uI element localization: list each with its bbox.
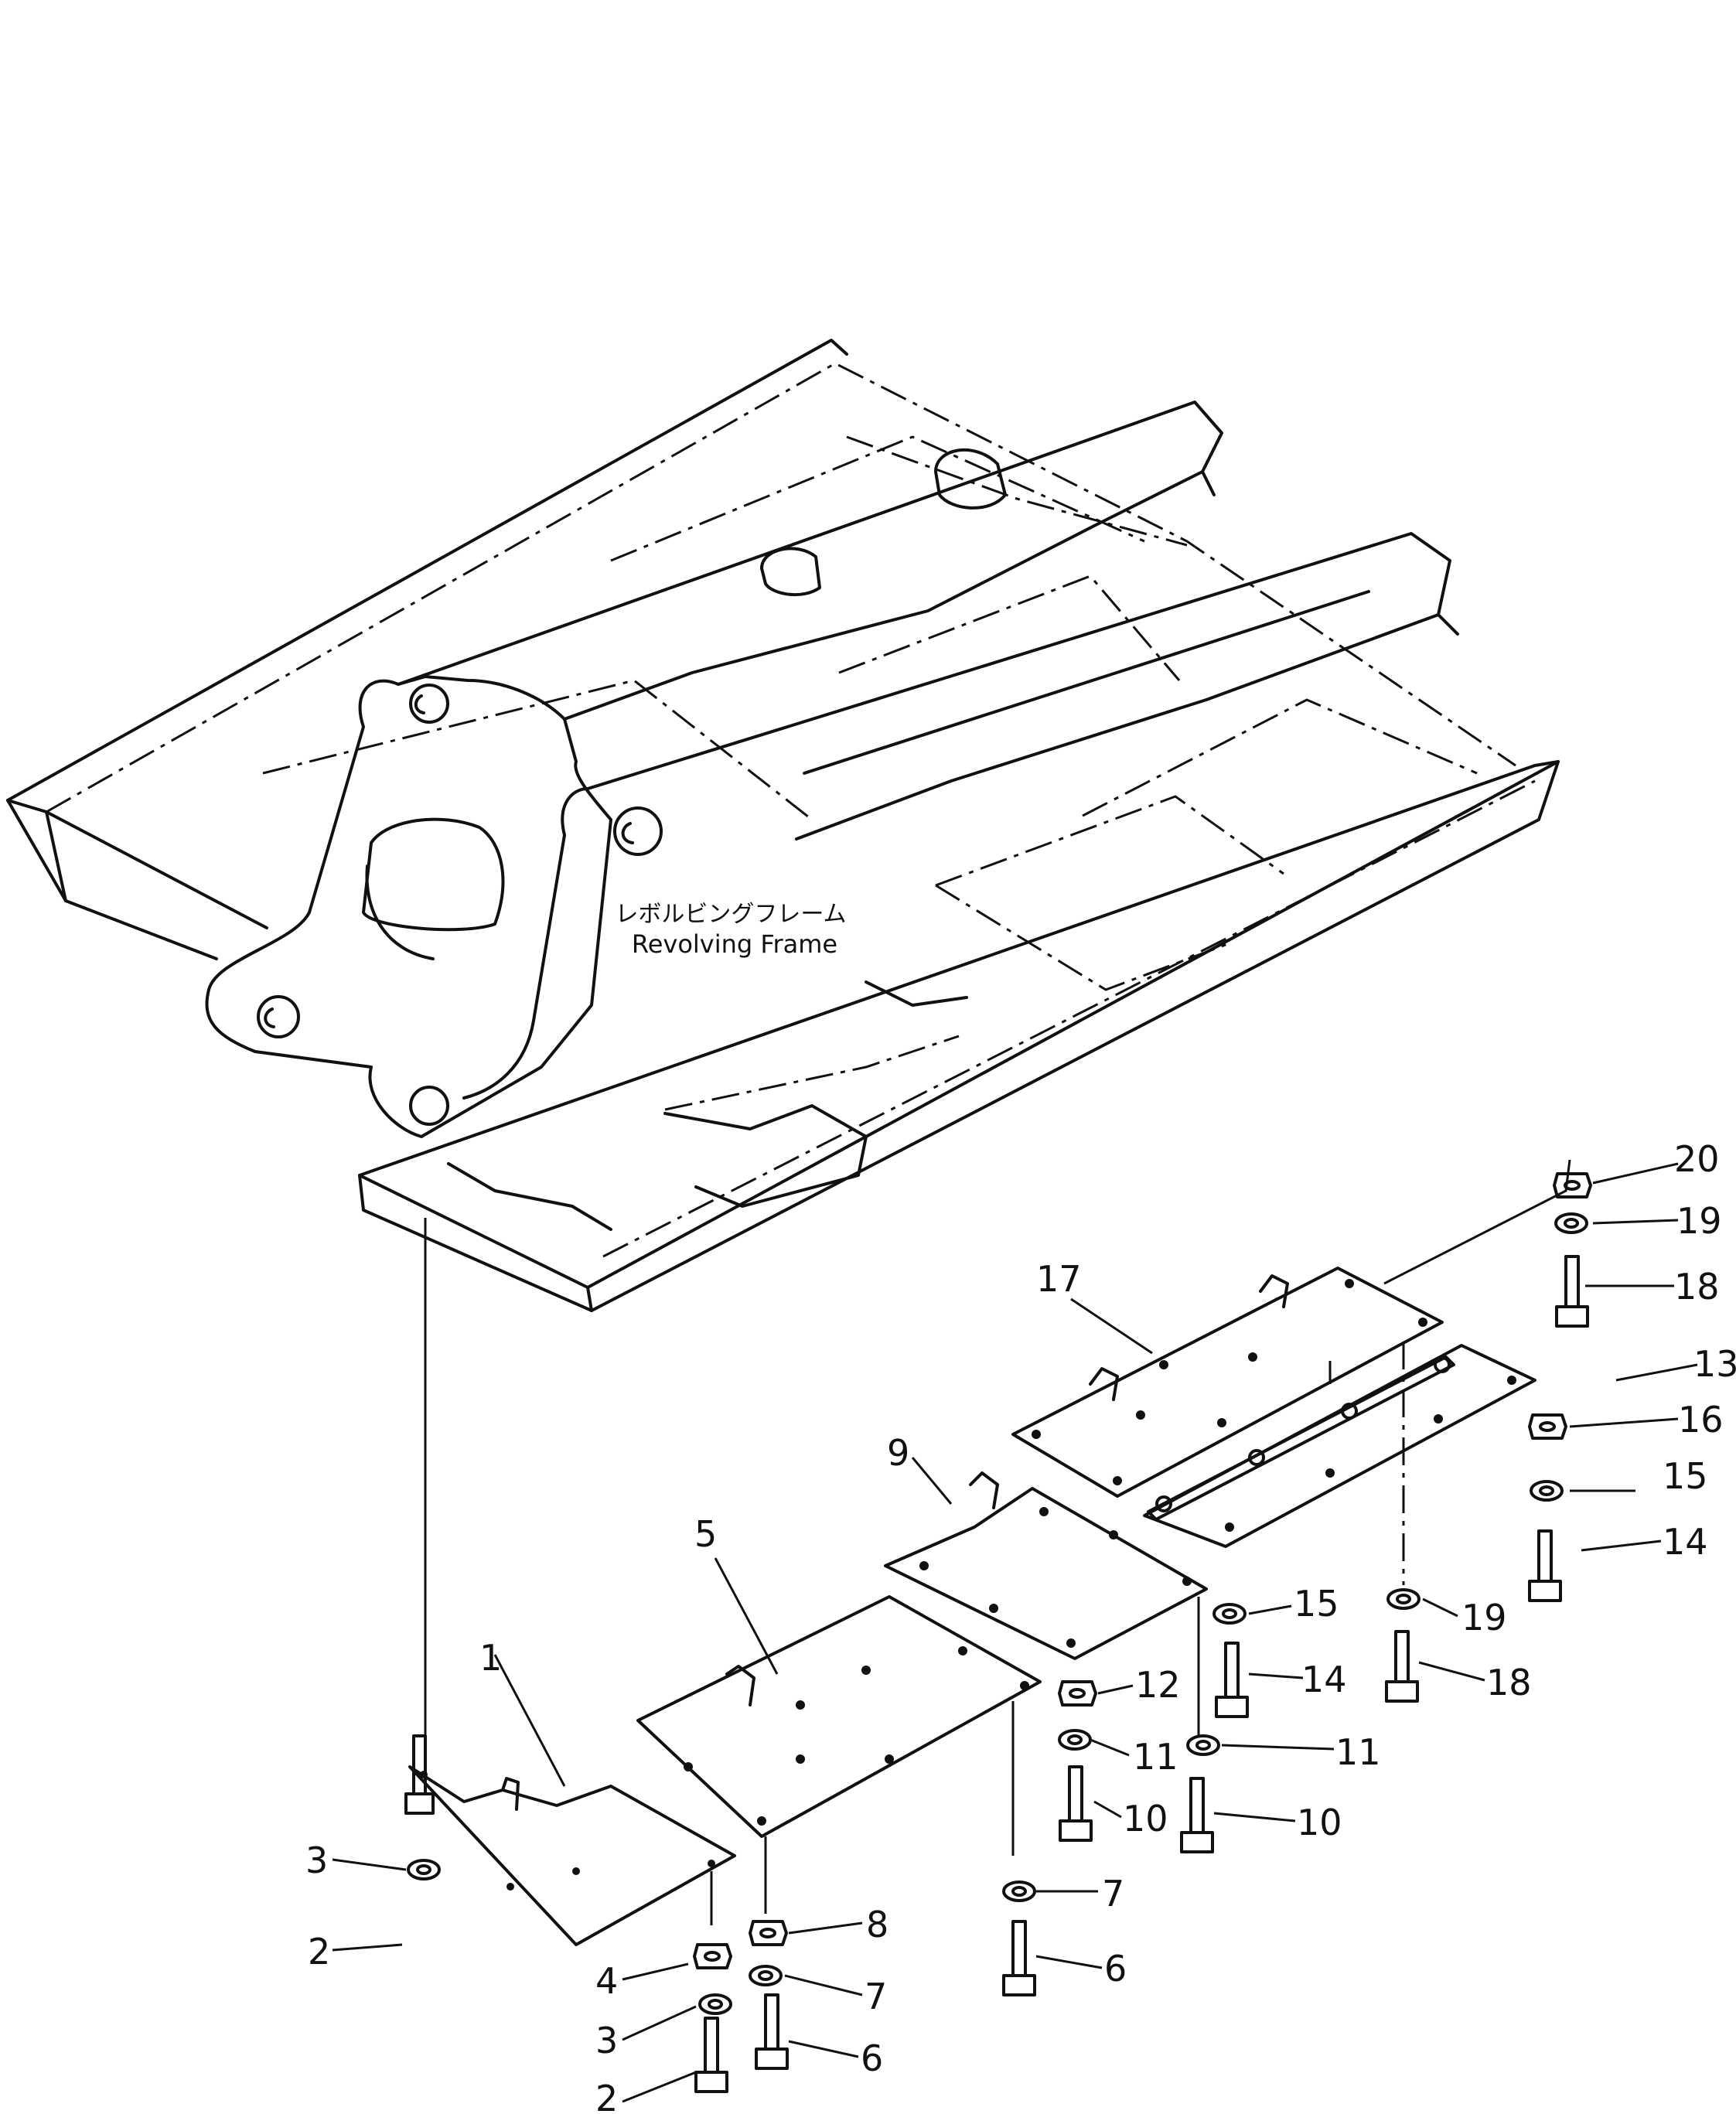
callout-6: 6 [1104, 1948, 1127, 1990]
callout-15: 15 [1294, 1583, 1339, 1625]
frame-label-ja: レボルビングフレーム [615, 901, 846, 928]
callout-10: 10 [1123, 1798, 1168, 1840]
callout-17: 17 [1036, 1258, 1082, 1300]
cover-plate-1 [408, 1765, 736, 1946]
hardware [404, 1172, 1592, 2093]
callout-16: 16 [1678, 1399, 1724, 1441]
callout-11: 11 [1133, 1736, 1178, 1778]
callout-5: 5 [694, 1513, 717, 1555]
callout-4: 4 [595, 1960, 618, 2002]
callout-3: 3 [305, 1840, 328, 1881]
callout-13: 13 [1693, 1343, 1736, 1385]
callout-18: 18 [1674, 1266, 1720, 1308]
assembly-lines [424, 1159, 1571, 1925]
callout-3: 3 [595, 2020, 618, 2061]
callout-15: 15 [1663, 1455, 1708, 1497]
callout-8: 8 [866, 1904, 888, 1945]
revolving-frame [6, 339, 1560, 1312]
callout-2: 2 [595, 2078, 618, 2114]
frame-label-en: Revolving Frame [632, 929, 837, 959]
callout-7: 7 [865, 1976, 887, 2017]
cover-plate-9 [884, 1471, 1208, 1660]
callout-9: 9 [887, 1432, 909, 1474]
callout-12: 12 [1135, 1664, 1181, 1706]
callout-19: 19 [1461, 1597, 1507, 1638]
cover-plate-17 [1011, 1267, 1444, 1498]
callout-10: 10 [1297, 1802, 1342, 1843]
callout-1: 1 [479, 1637, 502, 1679]
cover-plate-5 [636, 1595, 1042, 1838]
callout-18: 18 [1486, 1662, 1532, 1703]
callout-20: 20 [1674, 1138, 1720, 1180]
callout-14: 14 [1663, 1521, 1708, 1563]
callout-7: 7 [1102, 1873, 1124, 1915]
callout-numbers: 20 19 18 17 13 16 15 14 9 15 19 14 18 5 … [305, 1138, 1736, 2114]
callout-19: 19 [1676, 1200, 1722, 1242]
cover-plate-13 [1143, 1344, 1536, 1548]
callout-11: 11 [1335, 1731, 1381, 1773]
callout-6: 6 [861, 2037, 883, 2079]
callout-2: 2 [308, 1931, 330, 1972]
callout-14: 14 [1301, 1659, 1347, 1700]
leader-lines [332, 1162, 1698, 2103]
